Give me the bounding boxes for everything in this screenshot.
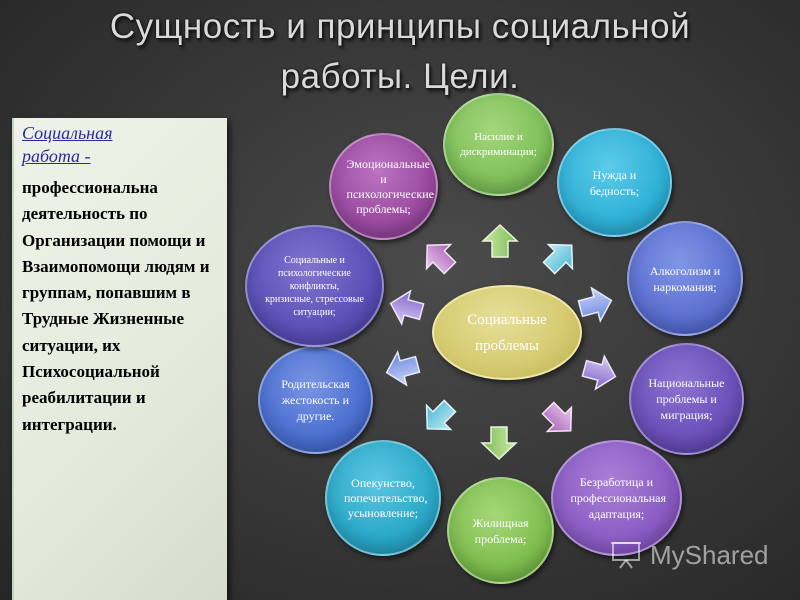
node-emotional: Эмоциональные и психологические проблемы… — [329, 133, 438, 240]
watermark-text: MyShared — [650, 539, 769, 570]
node-unemployment: Безработица и профессиональная адаптация… — [551, 440, 682, 556]
node-poverty: Нужда и бедность; — [557, 128, 672, 237]
title-line-1: Сущность и принципы социальной — [109, 7, 691, 46]
node-guardianship: Опекунство, попечительство, усыновление; — [325, 440, 441, 556]
arrow-to-unemployment — [541, 401, 573, 433]
node-conflicts: Социальные и психологические конфликты, … — [245, 225, 384, 347]
node-guardianship-label: Опекунство, попечительство, усыновление; — [344, 475, 428, 520]
node-alcoholism: Алкоголизм и наркомания; — [627, 221, 743, 336]
arrow-to-migration — [581, 354, 617, 391]
arrow-to-housing — [480, 426, 518, 461]
node-housing: Жилищная проблема; — [447, 477, 554, 584]
node-violence-label: Насилие и дискриминация; — [460, 130, 537, 158]
definition-term[interactable]: Социальная работа - — [22, 123, 113, 166]
node-emotional-label: Эмоциональные и психологические проблемы… — [346, 156, 434, 216]
node-violence: Насилие и дискриминация; — [443, 93, 554, 196]
arrow-to-conflicts — [389, 289, 425, 326]
node-conflicts-label: Социальные и психологические конфликты, … — [265, 254, 364, 318]
center-label: Социальные проблемы — [467, 311, 547, 354]
node-unemployment-label: Безработица и профессиональная адаптация… — [570, 475, 666, 521]
center-node: Социальные проблемы — [432, 285, 582, 380]
node-parental: Родительская жестокость и другие. — [258, 346, 373, 454]
node-housing-label: Жилищная проблема; — [472, 515, 529, 546]
arrow-to-parental — [385, 350, 421, 387]
arrow-to-alcoholism — [577, 286, 613, 323]
page-title: Сущность и принципы социальной работы. Ц… — [0, 0, 800, 100]
watermark: MyShared — [610, 537, 769, 573]
node-poverty-label: Нужда и бедность; — [589, 167, 640, 198]
definition-panel: Социальная работа - профессиональна деят… — [12, 118, 227, 600]
arrow-to-guardianship — [425, 399, 457, 431]
title-line-2: работы. Цели. — [280, 57, 520, 96]
arrow-to-violence — [481, 223, 519, 258]
node-migration: Национальные проблемы и миграция; — [629, 343, 744, 455]
node-migration-label: Национальные проблемы и миграция; — [648, 376, 725, 422]
definition-text: профессиональна деятельность по Организа… — [22, 178, 210, 434]
presentation-board-icon — [611, 542, 641, 569]
node-parental-label: Родительская жестокость и другие. — [281, 377, 350, 423]
arrow-to-emotional — [425, 243, 457, 275]
arrow-to-poverty — [542, 243, 574, 275]
node-alcoholism-label: Алкоголизм и наркомания; — [649, 263, 721, 294]
